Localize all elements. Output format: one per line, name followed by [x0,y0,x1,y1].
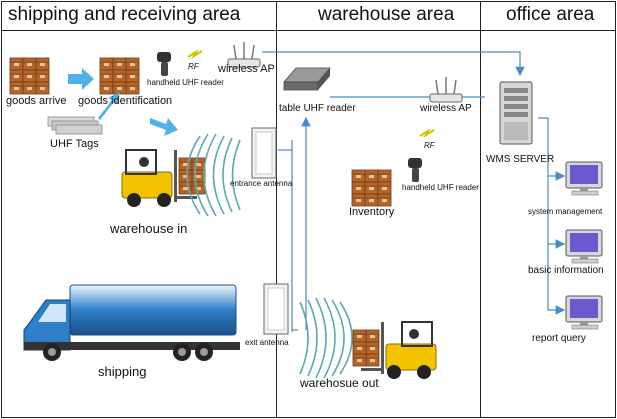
report-query-label: report query [532,333,586,344]
inventory-boxes-icon [352,170,391,206]
shipping-receiving-area [1,1,277,418]
uhf-tags-icon [47,116,103,135]
office-area-title: office area [506,4,595,25]
shipping-receiving-area-title: shipping and receiving area [8,4,241,25]
rf-signal-icon [186,49,204,59]
forklift-out-icon [352,321,437,380]
goods-arrive-label: goods arrive [6,95,67,107]
handheld-reader-icon [157,52,171,76]
warehouse-area-title: warehouse area [318,4,455,25]
goods-arrive-boxes-icon [10,58,49,94]
system-management-monitor-icon [565,161,603,196]
header-divider [1,30,616,31]
handheld-reader-label: handheld UHF reader [147,78,224,87]
warehouse-area [276,1,481,418]
entrance-antenna-label: entrance antenna [230,179,293,188]
wireless-ap-2-label: wireless AP [420,103,472,114]
basic-information-label: basic information [528,265,604,276]
wireless-ap-2-icon [429,76,463,103]
system-management-label: system management [528,207,603,216]
rf-2-label: RF [424,141,435,150]
wms-server-label: WMS SERVER [486,154,555,165]
tags-arrow-icon [98,92,120,120]
wireless-ap-label: wireless AP [218,63,275,75]
exit-antenna-icon [263,283,289,335]
shipping-label: shipping [98,364,147,379]
inventory-label: Inventory [349,206,395,218]
exit-waves-icon [299,297,353,379]
goods-identification-boxes-icon [100,58,139,94]
table-reader-label: table UHF reader [279,103,356,114]
warehouse-out-label: warehosue out [300,376,379,390]
entrance-waves-icon [186,133,241,217]
table-uhf-reader-icon [283,67,331,91]
rf-signal-2-icon [418,128,436,138]
entrance-antenna-icon [251,127,277,179]
warehouse-in-label: warehouse in [110,221,188,236]
basic-information-monitor-icon [565,229,603,264]
truck-icon [23,284,240,361]
ap-to-server-line [262,51,525,77]
goods-identification-label: goods identification [78,95,173,107]
handheld-reader-2-label: handheld UHF reader [402,183,479,192]
uhf-tags-label: UHF Tags [50,138,99,150]
wms-server-icon [499,81,533,145]
arrive-to-identify-arrow-icon [68,68,94,90]
handheld-reader-2-icon [408,158,422,182]
exit-antenna-label: exit antenna [245,338,289,347]
identify-to-warehouse-arrow-icon [150,118,178,136]
rf-label: RF [188,62,199,71]
report-query-monitor-icon [565,295,603,330]
